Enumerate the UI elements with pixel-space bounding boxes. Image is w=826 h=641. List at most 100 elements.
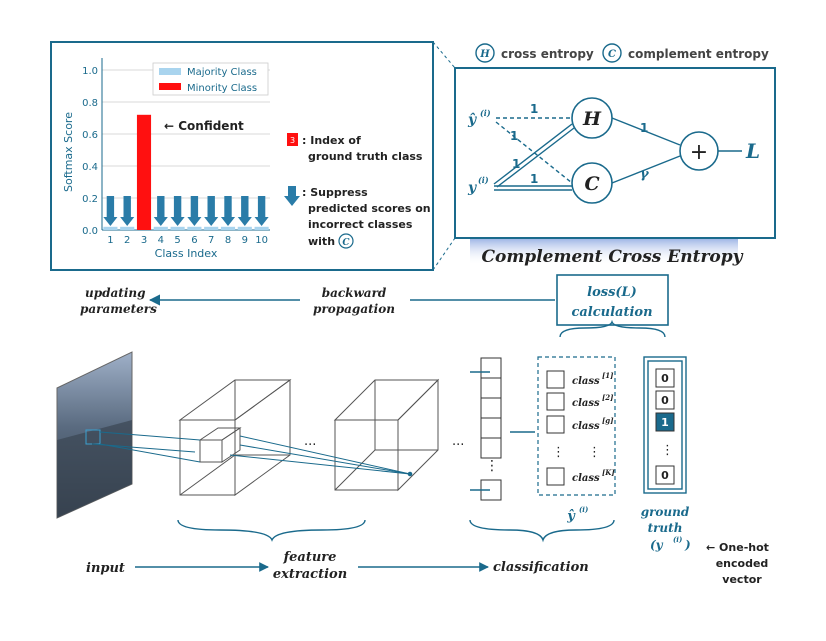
x-tick-label: 1 (107, 235, 113, 246)
class-sup-1: [1] (602, 371, 614, 380)
gt-label-sup: (i) (673, 535, 682, 544)
fc-cell (480, 437, 502, 459)
proj-line-2 (99, 443, 201, 463)
class-sup-g: [g] (602, 416, 614, 425)
x-tick-label: 8 (225, 235, 231, 246)
weight-4: 1 (530, 172, 538, 186)
h-node-label: H (582, 108, 602, 130)
x-tick-label: 3 (141, 235, 147, 246)
bar-majority (254, 226, 269, 230)
fc-cell (480, 377, 502, 399)
onehot-val-k: 0 (661, 469, 669, 482)
yhat-label: ŷ (566, 509, 576, 524)
bar-majority (103, 226, 118, 230)
suppress-bar-arrow (187, 196, 202, 226)
chart-ylabel: Softmax Score (62, 112, 75, 192)
class-vdots-b: ⋮ (588, 445, 601, 460)
feature-brace (177, 519, 366, 542)
feature-label-1: feature (283, 550, 337, 565)
class-label-2: class (572, 398, 600, 409)
c-legend-circle (602, 43, 622, 63)
weight-2: 1 (510, 129, 518, 143)
proj-line-5 (239, 444, 411, 475)
dots-2: ... (452, 434, 464, 449)
c-node (571, 162, 613, 204)
c-legend-symbol: C (608, 49, 616, 60)
filter-top (198, 427, 242, 441)
input-image (56, 351, 133, 519)
cce-border (454, 67, 776, 239)
yhat-input: ŷ (467, 111, 477, 128)
h-legend-label: cross entropy (501, 47, 594, 61)
suppress-arrow-icon (284, 186, 300, 206)
index-box (287, 133, 298, 146)
bar-majority (220, 226, 236, 230)
gt-label-1: ground (641, 505, 690, 519)
class-cell-g (546, 415, 565, 434)
cce-panel: ŷ (i) y (i) 1 1 1 1 1 γ H C + L (454, 67, 776, 265)
h-legend-symbol: H (479, 49, 490, 60)
class-cell-1 (546, 370, 565, 389)
fc-cell (480, 417, 502, 439)
x-tick-label: 9 (242, 235, 248, 246)
onehot-cell-g (655, 412, 675, 432)
y-tick-label: 0.8 (82, 98, 98, 109)
suppress-note-4: with (308, 235, 335, 248)
suppress-note-3: incorrect classes (308, 218, 413, 231)
index-box-number: 3 (290, 136, 295, 145)
cube2-front (334, 419, 399, 491)
cube2-top (333, 379, 440, 421)
class-label-g: class (572, 421, 600, 432)
fc-cell (480, 357, 502, 379)
suppress-bar-arrow (153, 196, 168, 226)
gt-label-close: ) (684, 538, 691, 552)
suppress-c-symbol: C (342, 238, 350, 248)
suppress-bar-arrow (254, 196, 269, 226)
feature-label-2: extraction (273, 567, 347, 582)
bar-minority (136, 114, 152, 230)
projection-lines (91, 431, 413, 477)
bar-majority (170, 226, 185, 230)
updating-label-2: parameters (80, 302, 157, 316)
weight-3: 1 (512, 157, 520, 171)
top-legend: H cross entropy C complement entropy (475, 43, 769, 63)
bar-majority (153, 226, 168, 230)
class-cell-k (546, 467, 565, 486)
proj-dot (407, 471, 413, 477)
gt-label-3: (y (650, 538, 664, 552)
yhat-label-sup: (i) (579, 505, 588, 514)
c-node-label: C (584, 173, 599, 195)
onehot-val-1: 0 (661, 372, 669, 385)
onehot-val-2: 0 (661, 394, 669, 407)
suppress-note-1: : Suppress (302, 186, 368, 199)
cce-glow (470, 235, 738, 265)
class-label-1: class (572, 376, 600, 387)
filter-side (221, 427, 241, 463)
y-tick-label: 1.0 (82, 66, 98, 77)
onehot-cell-k (655, 465, 675, 485)
bottom-flow: input feature extraction classification … (86, 541, 769, 586)
plus-node-label: + (690, 140, 708, 165)
suppress-bar-arrow (120, 196, 135, 226)
cube1-side (234, 379, 291, 496)
l-output: L (745, 139, 760, 163)
class-label-k: class (572, 473, 600, 484)
y-tick-label: 0.2 (82, 194, 98, 205)
edge-y-h-a (493, 123, 573, 185)
fc-cell (480, 397, 502, 419)
filter-front (199, 439, 223, 463)
class-vdots-a: ⋮ (552, 445, 565, 460)
chart-xlabel: Class Index (155, 247, 218, 260)
onehot-cell-1 (655, 368, 675, 388)
yhat-sup: (i) (480, 108, 491, 118)
class-sup-2: [2] (602, 393, 614, 402)
weight-1: 1 (530, 102, 538, 116)
y-tick-label: 0.4 (82, 162, 98, 173)
y-input: y (467, 180, 477, 196)
index-note-1: : Index of (302, 134, 361, 147)
h-legend-circle (475, 43, 495, 63)
suppress-bar-arrow (170, 196, 185, 226)
onehot-vector: 0 0 1 ⋮ 0 (643, 356, 687, 494)
